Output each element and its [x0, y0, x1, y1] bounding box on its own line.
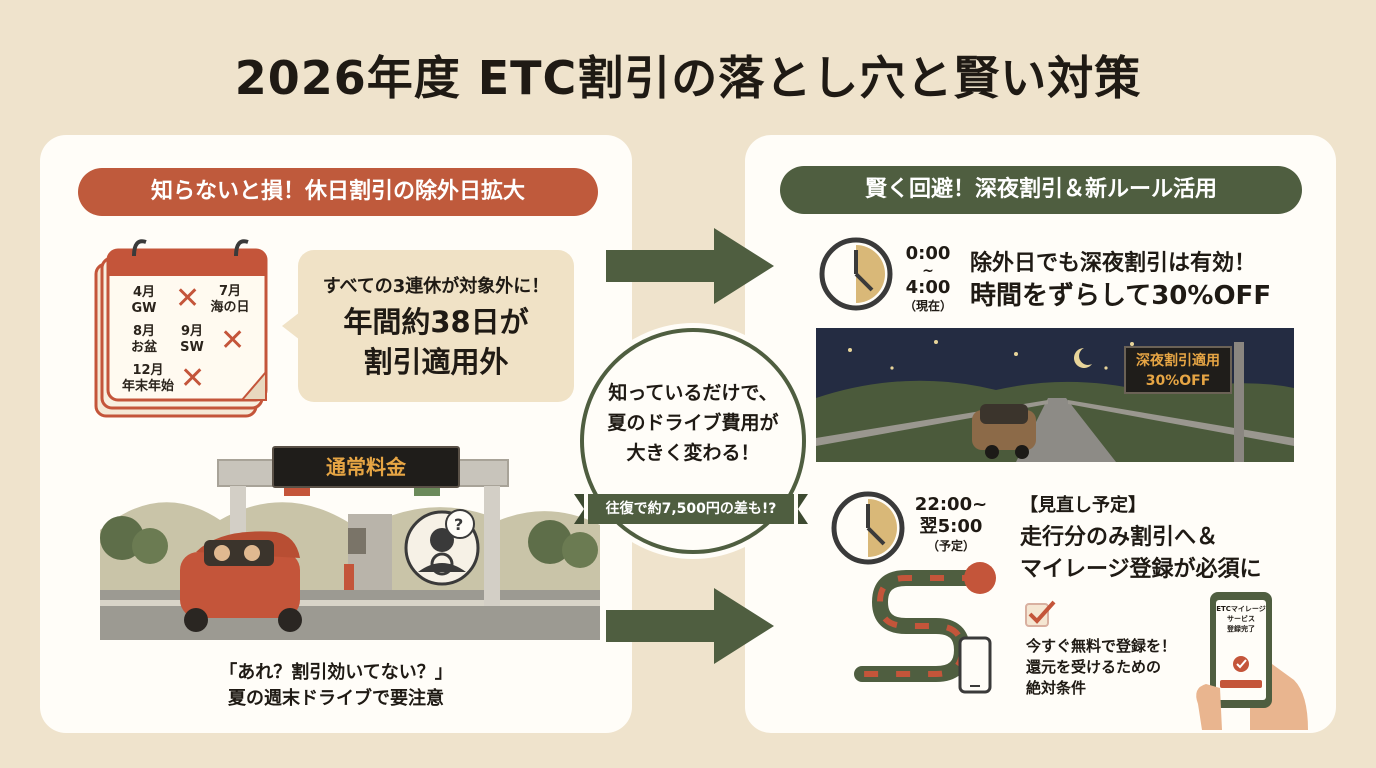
- time-range-current: 0:00 ~ 4:00 （現在）: [903, 243, 952, 314]
- calendar-umi-no-hi: 7月海の日: [210, 284, 250, 315]
- bubble-tail: [282, 312, 300, 340]
- review-plan-text: 【見直し予定】 走行分のみ割引へ＆ マイレージ登録が必須に: [1020, 495, 1262, 582]
- cross-icon: ✕: [220, 323, 246, 358]
- bubble-subtext: すべての3連休が対象外に！: [322, 276, 550, 297]
- center-callout-text: 知っているだけで、 夏のドライブ費用が 大きく変わる！: [607, 382, 779, 464]
- time-range-planned: 22:00~ 翌5:00 （予定）: [914, 494, 988, 553]
- page-title: 2026年度 ETC割引の落とし穴と賢い対策: [234, 51, 1142, 105]
- toll-sign: 通常料金: [272, 446, 460, 488]
- smartphone-icon: [958, 636, 992, 694]
- cross-icon: ✕: [180, 361, 206, 396]
- clock-icon: [819, 237, 893, 311]
- calendar-icon: [94, 239, 268, 418]
- phone-screen-text: ETCマイレージ サービス 登録完了: [1216, 605, 1266, 633]
- arrow-right-icon: [606, 588, 774, 664]
- calendar-obon: 8月お盆: [130, 324, 157, 355]
- left-caption: 「あれ？割引効いてない？」夏の週末ドライブで要注意: [219, 662, 453, 709]
- left-panel: [40, 135, 632, 733]
- savings-ribbon: 往復で約7,500円の差も!?: [574, 494, 808, 524]
- bubble-main-text: 年間約38日が割引適用外: [343, 305, 529, 379]
- phone-in-hand-illustration: [1196, 592, 1308, 730]
- right-section-header: 賢く回避！深夜割引＆新ルール活用: [780, 166, 1302, 214]
- speech-bubble: [298, 250, 574, 402]
- calendar-year-end: 12月年末年始: [121, 363, 174, 394]
- left-section-header: 知らないと損！休日割引の除外日拡大: [78, 168, 598, 216]
- svg-text:?: ?: [454, 515, 463, 534]
- clock-icon: [831, 491, 905, 565]
- cross-icon: ✕: [175, 281, 201, 316]
- late-night-discount-text: 除外日でも深夜割引は有効！ 時間をずらして30%OFF: [970, 251, 1272, 311]
- registration-note: 今すぐ無料で登録を！ 還元を受けるための 絶対条件: [1026, 637, 1177, 697]
- arrow-right-icon: [606, 228, 774, 304]
- checkmark-icon: [1025, 600, 1056, 627]
